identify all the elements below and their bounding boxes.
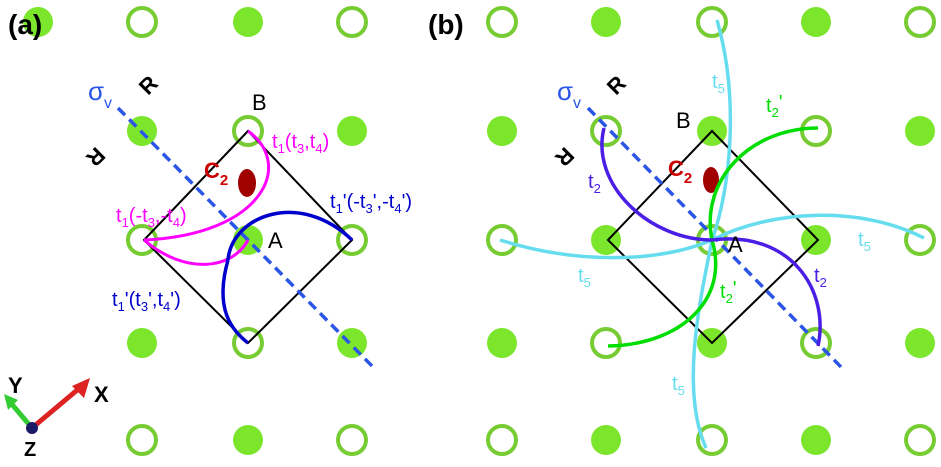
lattice-site-ring: [336, 6, 368, 38]
panel-b: (b) σv R R B A C2 t2 t2 t2' t2' t5 t5 t5…: [428, 9, 925, 449]
sigma-label-b: σv: [557, 76, 581, 112]
point-a-b: A: [728, 232, 743, 257]
lattice-site-ring: [336, 224, 368, 256]
sigma-label-a: σv: [88, 76, 112, 112]
t2p-label-up: t2': [766, 92, 783, 120]
point-b-b: B: [676, 108, 691, 133]
bond-t2p-up: [708, 126, 819, 241]
hop-t1p-label: t1'(-t3',-t4'): [330, 191, 412, 216]
mirror-letter-b-1: R: [602, 71, 631, 100]
lattice-site-ring: [486, 6, 518, 38]
lattice-site-ring: [232, 115, 264, 147]
panel-a-label: (a): [8, 9, 42, 40]
lattice-site-filled: [801, 225, 831, 255]
t2-label-right: t2: [814, 265, 827, 290]
unit-cell-b: [606, 129, 820, 345]
hop-t1-arc: [143, 129, 270, 242]
lattice-site-ring: [904, 424, 936, 456]
bond-t5-right: [711, 213, 925, 242]
lattice-site-ring: [904, 6, 936, 38]
hop-t1p2-label: t1'(t3',t4'): [112, 289, 181, 314]
lattice-site-filled: [591, 225, 621, 255]
bond-t2p-down: [607, 239, 718, 348]
lattice-site-ring: [336, 424, 368, 456]
t5-label-down: t5: [672, 373, 685, 398]
bond-t2-left: [600, 127, 713, 242]
mirror-letter-a-1: R: [134, 71, 163, 100]
lattice-site-ring: [800, 115, 832, 147]
lattice-site-filled: [591, 7, 621, 37]
bond-t5-down: [691, 239, 714, 449]
lattice-site-filled: [233, 425, 263, 455]
lattice-site-filled: [233, 7, 263, 37]
t5-label-left: t5: [578, 265, 591, 290]
z-axis-label: Z: [24, 439, 36, 461]
mirror-letter-b-2: R: [550, 142, 579, 171]
lattice-site-filled: [337, 116, 367, 146]
point-a-a: A: [268, 228, 283, 253]
lattice-site-ring: [126, 6, 158, 38]
y-axis-label: Y: [8, 373, 23, 398]
bond-t2-right: [711, 237, 822, 347]
lattice-site-ring: [590, 327, 622, 359]
axis-triad: X Y Z: [4, 373, 109, 461]
lattice-site-ring: [232, 327, 264, 359]
lattice-site-filled: [801, 7, 831, 37]
hop-t1p2-arc: [221, 259, 250, 345]
point-b-a: B: [252, 90, 267, 115]
lattice-site-filled: [23, 7, 53, 37]
t2p-label-down: t2': [720, 278, 737, 306]
lattice-site-filled: [127, 328, 157, 358]
panel-a: (a) σv R R B A C2 t1(t3,t4) t1(-t3,-t4) …: [8, 9, 412, 370]
t5-label-up: t5: [712, 71, 725, 96]
y-axis-arrowhead: [4, 394, 18, 410]
hop-t1-neg-label: t1(-t3,-t4): [116, 205, 187, 230]
x-axis-arrow: [30, 384, 84, 430]
lattice-site-ring: [696, 424, 728, 456]
c2-label-b: C2: [668, 156, 692, 187]
lattice-site-filled: [905, 328, 935, 358]
lattice-site-ring: [696, 6, 728, 38]
c2-axis-ellipse-b: [703, 167, 719, 193]
bond-t5-up: [710, 19, 733, 241]
lattice-site-ring: [486, 424, 518, 456]
x-axis-arrowhead: [72, 378, 90, 398]
lattice-sites: [23, 6, 936, 456]
hop-t1-label: t1(t3,t4): [272, 131, 329, 156]
lattice-site-filled: [905, 116, 935, 146]
lattice-site-ring: [904, 224, 936, 256]
hop-t1p-arc: [226, 210, 354, 261]
bond-t5-left: [499, 238, 713, 260]
mirror-letter-a-2: R: [81, 142, 110, 171]
lattice-site-filled: [337, 328, 367, 358]
c2-label-a: C2: [204, 158, 228, 189]
panel-b-label: (b): [428, 9, 464, 40]
t2-label-left: t2: [588, 171, 601, 196]
x-axis-label: X: [94, 382, 109, 407]
lattice-site-filled: [487, 328, 517, 358]
lattice-site-filled: [591, 425, 621, 455]
lattice-site-filled: [801, 425, 831, 455]
z-axis-dot: [26, 422, 38, 434]
lattice-site-ring: [126, 424, 158, 456]
t5-label-right: t5: [858, 229, 871, 254]
lattice-site-ring: [590, 115, 622, 147]
c2-axis-ellipse-a: [238, 169, 256, 197]
lattice-site-ring: [800, 327, 832, 359]
lattice-site-ring: [486, 224, 518, 256]
hop-t1-neg-arc: [143, 238, 250, 266]
lattice-site-filled: [487, 116, 517, 146]
mirror-plane-a: [116, 106, 376, 370]
